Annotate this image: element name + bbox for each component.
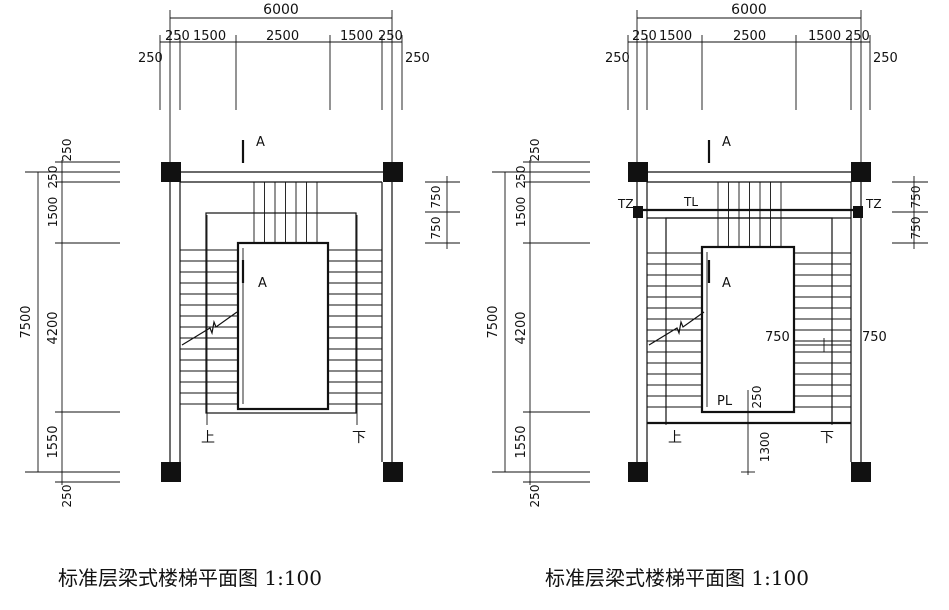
- tz-column-right: [853, 206, 863, 218]
- left-stair-plan: 6000 250 250 1500 2500 1500 250 250: [19, 2, 460, 507]
- corner-columns-right: [628, 162, 871, 482]
- break-line-right: [648, 311, 705, 346]
- arrow-down-label: 下: [352, 430, 366, 446]
- dim-4200-vertical: 4200: [46, 311, 61, 344]
- dim-250-bottom: 250: [60, 485, 74, 508]
- caption-left: 标准层梁式楼梯平面图 1:100: [58, 566, 322, 590]
- dim-250-top-outer-right: 250: [528, 139, 542, 162]
- pl-label: PL: [717, 394, 733, 409]
- tz-column-left: [633, 206, 643, 218]
- dim-1500-vertical-right: 1500: [514, 197, 528, 228]
- dim-2500-right: 2500: [733, 29, 766, 44]
- left-flight-treads: [180, 249, 238, 405]
- arrow-down-label-right: 下: [820, 430, 834, 446]
- column-top-left-right: [628, 162, 648, 182]
- top-dimension-chain: 6000 250 250 1500 2500 1500 250 250: [138, 2, 430, 165]
- dim-1550-vertical: 1550: [46, 425, 61, 458]
- dim-250-outer-left-right: 250: [605, 51, 630, 66]
- dim-250-bottom-right: 250: [528, 485, 542, 508]
- arrow-up-label: 上: [201, 430, 215, 446]
- landing-outline-right: [665, 217, 833, 424]
- right-dimension-chain-right: 750 750: [892, 176, 928, 249]
- right-flight-treads-right: [794, 252, 851, 408]
- tz-label-left: TZ: [617, 197, 634, 211]
- top-treads: [253, 182, 318, 243]
- section-label-inner: A: [258, 276, 267, 291]
- dim-250-top: 250: [46, 166, 60, 189]
- dim-250-top-right: 250: [514, 166, 528, 189]
- corner-columns: [161, 162, 403, 482]
- section-label-inner-right: A: [722, 276, 731, 291]
- dim-1300: 1300: [758, 432, 772, 463]
- dim-250-right: 250: [378, 29, 403, 44]
- section-label-top: A: [256, 135, 265, 150]
- stair-walls-right: [636, 171, 862, 472]
- dim-2500: 2500: [266, 29, 299, 44]
- dim-250-outer-right-right: 250: [873, 51, 898, 66]
- left-dimension-chain: 7500 250 250 1500 4200 1550 250: [19, 139, 120, 508]
- dim-750-lower: 750: [429, 217, 443, 240]
- dim-1500-left-right: 1500: [659, 29, 692, 44]
- tz-label-right: TZ: [865, 197, 882, 211]
- dim-750-side: 750: [862, 330, 887, 345]
- column-top-right-right: [851, 162, 871, 182]
- dim-total-width: 6000: [263, 2, 299, 18]
- dim-total-height: 7500: [19, 305, 34, 338]
- dim-750-upper: 750: [429, 186, 443, 209]
- left-dimension-chain-right: 7500 250 250 1500 4200 1550 250: [486, 139, 590, 508]
- dim-1500-right-right: 1500: [808, 29, 841, 44]
- right-stair-plan: 6000 250 250 1500 2500 1500 250 250 7500: [486, 2, 928, 507]
- dim-4200-vertical-right: 4200: [514, 311, 529, 344]
- top-treads-right: [717, 182, 782, 247]
- dim-total-height-right: 7500: [486, 305, 501, 338]
- dim-250-outer-right: 250: [405, 51, 430, 66]
- right-dimension-chain: 750 750: [425, 176, 460, 249]
- dim-250-left: 250: [165, 29, 190, 44]
- dim-1500-right: 1500: [340, 29, 373, 44]
- column-top-right: [383, 162, 403, 182]
- dim-250-left-right: 250: [632, 29, 657, 44]
- dim-250-pl: 250: [750, 386, 764, 409]
- dim-250-right-right: 250: [845, 29, 870, 44]
- dim-1500-vertical: 1500: [46, 197, 60, 228]
- caption-right: 标准层梁式楼梯平面图 1:100: [545, 566, 809, 590]
- stair-well: [236, 241, 330, 411]
- column-bottom-right: [383, 462, 403, 482]
- break-line: [181, 311, 238, 346]
- landing-outline: [205, 212, 357, 414]
- column-bottom-left: [161, 462, 181, 482]
- stair-walls: [169, 171, 393, 472]
- dim-1500-left: 1500: [193, 29, 226, 44]
- column-bottom-left-right: [628, 462, 648, 482]
- column-top-left: [161, 162, 181, 182]
- dim-250-outer-left: 250: [138, 51, 163, 66]
- tl-label: TL: [683, 195, 698, 209]
- dim-1550-vertical-right: 1550: [514, 425, 529, 458]
- section-label-top-right: A: [722, 135, 731, 150]
- dim-total-width-right: 6000: [731, 2, 767, 18]
- right-flight-treads: [328, 249, 382, 405]
- dim-750-lower-right: 750: [909, 217, 923, 240]
- dim-250-top-outer: 250: [60, 139, 74, 162]
- column-bottom-right-right: [851, 462, 871, 482]
- arrow-up-label-right: 上: [668, 430, 682, 446]
- dim-750-inner: 750: [765, 330, 790, 345]
- top-dimension-chain-right: 6000 250 250 1500 2500 1500 250 250: [605, 2, 898, 165]
- dim-750-upper-right: 750: [909, 186, 923, 209]
